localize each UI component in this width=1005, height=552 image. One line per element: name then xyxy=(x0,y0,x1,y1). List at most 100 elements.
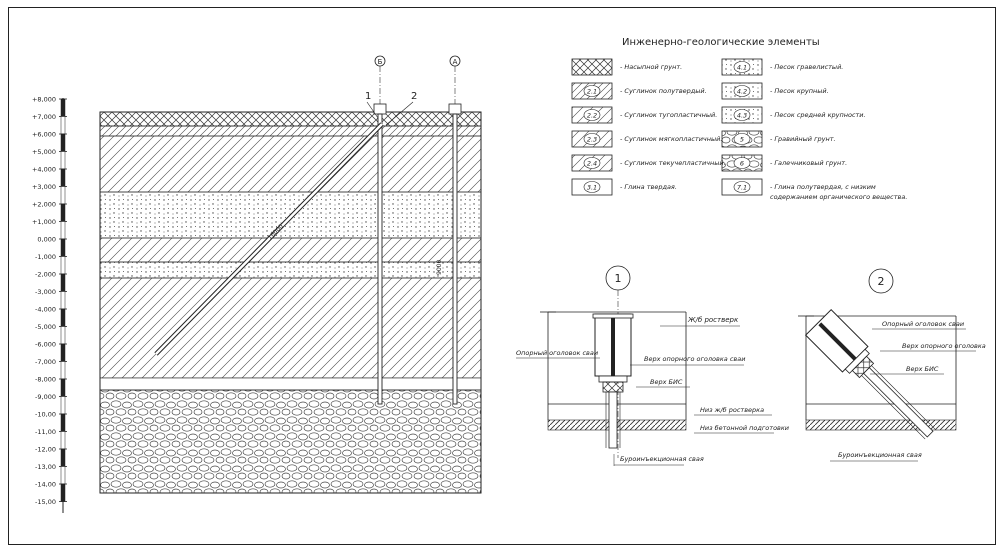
scale-label: -9,000 xyxy=(35,393,56,401)
legend-label: - Песок гравелистый. xyxy=(770,63,843,71)
legend-code: 2.2 xyxy=(587,112,597,120)
axis-b-label: Б xyxy=(378,58,383,66)
scale-label: 0,000 xyxy=(37,236,56,244)
detail-1: 1 Ж/б ростверк Опорный оголовок сваи Вер… xyxy=(516,265,789,466)
scale-label: -8,000 xyxy=(35,376,56,384)
detail-1-bottom-concrete: Низ бетонной подготовки xyxy=(700,424,789,432)
legend-code: 7.1 xyxy=(737,184,747,192)
layer-sand-2 xyxy=(99,261,482,279)
scale-label: +4,000 xyxy=(32,166,56,174)
pile-label-2: 2 xyxy=(411,91,417,102)
layer-fill xyxy=(99,111,482,127)
layer-loam-4 xyxy=(99,277,482,379)
drawing-frame xyxy=(8,7,996,545)
legend-code-badge xyxy=(583,133,601,145)
vertical-dimension: 9000 xyxy=(436,260,443,275)
scale-segment xyxy=(60,168,66,187)
scale-label: -3,000 xyxy=(35,288,56,296)
geological-section: Б А 16000 9000 1 2 xyxy=(99,55,482,494)
scale-label: -4,000 xyxy=(35,306,56,314)
legend-title: Инженерно-геологические элементы xyxy=(622,37,820,48)
scale-label: +2,000 xyxy=(32,201,56,209)
legend-code: 6 xyxy=(740,160,744,168)
legend-label: - Глина твердая. xyxy=(620,183,677,191)
legend-code-badge xyxy=(733,109,751,121)
legend-label: - Глина полутвердая, с низким xyxy=(770,183,876,191)
scale-segment xyxy=(60,413,66,432)
detail-1-pile-cap: Опорный оголовок сваи xyxy=(516,349,598,357)
scale-segment xyxy=(60,378,66,397)
pile-label-1: 1 xyxy=(365,91,371,102)
scale-label: -6,000 xyxy=(35,341,56,349)
scale-segment xyxy=(60,151,66,170)
scale-label: +6,000 xyxy=(32,131,56,139)
legend-label: - Суглинок мягкопластичный. xyxy=(620,135,722,143)
detail-2-top-cap: Верх опорного оголовка xyxy=(902,342,986,350)
legend-label: - Насыпной грунт. xyxy=(620,63,682,71)
inclined-pile xyxy=(155,123,383,355)
scale-segment xyxy=(60,133,66,152)
legend-label: - Гравийный грунт. xyxy=(770,135,836,143)
scale-label: -13,00 xyxy=(35,463,56,471)
legend-code-badge xyxy=(583,85,601,97)
scale-segment xyxy=(60,308,66,327)
scale-segment xyxy=(60,343,66,362)
legend-code: 4.3 xyxy=(737,112,747,120)
vertical-pile-b xyxy=(377,113,383,405)
scale-segment xyxy=(60,326,66,345)
legend-code-badge xyxy=(583,157,601,169)
legend-code: 4.2 xyxy=(737,88,747,96)
legend-label: - Суглинок полутвердый. xyxy=(620,87,707,95)
legend-label: - Галечниковый грунт. xyxy=(770,159,847,167)
scale-segment xyxy=(60,238,66,257)
scale-segment xyxy=(60,483,66,502)
legend-label: - Песок крупный. xyxy=(770,87,829,95)
scale-segment xyxy=(60,256,66,275)
layer-loam-3 xyxy=(99,237,482,263)
scale-segment xyxy=(60,116,66,135)
scale-segment xyxy=(60,291,66,310)
scale-label: -10,00 xyxy=(35,411,56,419)
scale-segment xyxy=(60,448,66,467)
layer-loam-2 xyxy=(99,135,482,193)
detail-1-bottom-grillage: Низ ж/б ростверка xyxy=(700,406,764,414)
legend-label: - Песок средней крупности. xyxy=(770,111,866,119)
scale-label: +7,000 xyxy=(32,113,56,121)
detail-1-number: 1 xyxy=(615,272,622,285)
detail-1-grillage: Ж/б ростверк xyxy=(687,316,739,324)
scale-label: +3,000 xyxy=(32,183,56,191)
legend-label: - Суглинок текучепластичный. xyxy=(620,159,726,167)
scale-label: +8,000 xyxy=(32,96,56,104)
scale-segment xyxy=(60,203,66,222)
legend-code: 5 xyxy=(740,136,744,144)
detail-1-top-cap: Верх опорного оголовка сваи xyxy=(644,355,745,363)
axis-a-label: А xyxy=(453,58,458,66)
legend-code-badge xyxy=(583,109,601,121)
scale-label: -5,000 xyxy=(35,323,56,331)
scale-label: -14,00 xyxy=(35,481,56,489)
scale-segment xyxy=(60,221,66,240)
scale-label: -15,00 xyxy=(35,498,56,506)
vertical-pile-a xyxy=(452,113,458,405)
legend-code: 3.1 xyxy=(587,184,597,192)
legend-code: 4.1 xyxy=(737,64,747,72)
legend-code: 2.3 xyxy=(587,136,597,144)
legend-code-badge xyxy=(733,133,751,145)
detail-2-number: 2 xyxy=(878,275,885,288)
legend-code: 2.1 xyxy=(587,88,597,96)
legend-code-badge xyxy=(733,85,751,97)
detail-2-pile-label: Буроинъекционная свая xyxy=(838,451,922,459)
layer-loam-1 xyxy=(99,125,482,137)
scale-label: +5,000 xyxy=(32,148,56,156)
detail-2: 2 Опорный оголовок сваи Верх опорного ог… xyxy=(798,268,986,462)
scale-segment xyxy=(60,431,66,450)
legend-code-badge xyxy=(733,157,751,169)
detail-1-pile-label: Буроинъекционная свая xyxy=(620,455,704,463)
layer-clay xyxy=(99,377,482,391)
scale-label: -11,00 xyxy=(35,428,56,436)
legend-code: 2.4 xyxy=(587,160,597,168)
scale-label: -2,000 xyxy=(35,271,56,279)
detail-2-top-bis: Верх БИС xyxy=(906,365,939,373)
detail-1-top-bis: Верх БИС xyxy=(650,378,683,386)
scale-segment xyxy=(60,98,66,117)
